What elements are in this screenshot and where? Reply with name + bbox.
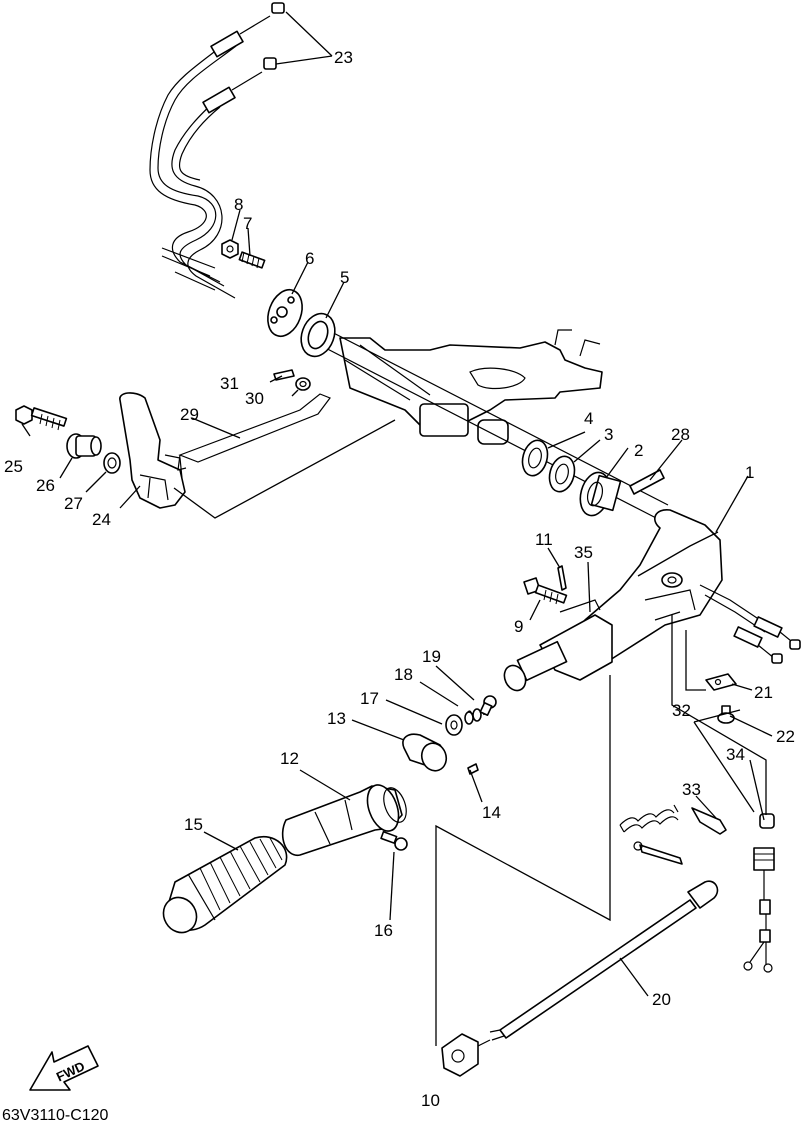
callout-2: 2 xyxy=(634,441,643,460)
part-32-spring xyxy=(619,804,679,833)
part-2-bushing xyxy=(579,471,622,517)
part-10-clamp xyxy=(441,1033,491,1077)
callout-6: 6 xyxy=(305,249,314,268)
callout-16: 16 xyxy=(374,921,393,940)
part-35-throttle-shaft xyxy=(503,599,613,692)
steering-bracket xyxy=(339,329,603,445)
callout-3: 3 xyxy=(604,425,613,444)
part-3-washer xyxy=(548,455,576,493)
part-28-plate xyxy=(629,469,665,495)
callout-25: 25 xyxy=(4,457,23,476)
callout-4: 4 xyxy=(584,409,593,428)
callout-1: 1 xyxy=(745,463,754,482)
part-33-clip xyxy=(691,807,727,835)
part-24-lever xyxy=(119,392,186,509)
callout-labels: 23 8 7 6 5 31 30 29 25 26 27 24 4 3 28 2… xyxy=(4,48,795,1110)
callout-18: 18 xyxy=(394,665,413,684)
callout-14: 14 xyxy=(482,803,501,822)
callout-27: 27 xyxy=(64,494,83,513)
cable-end-lower xyxy=(202,57,277,114)
leader-lines xyxy=(21,11,773,1046)
callout-19: 19 xyxy=(422,647,441,666)
part-16-screw xyxy=(380,830,408,851)
callout-22: 22 xyxy=(776,727,795,746)
callout-8: 8 xyxy=(234,195,243,214)
part-5-washer xyxy=(300,312,336,358)
callout-9: 9 xyxy=(514,617,523,636)
callout-17: 17 xyxy=(360,689,379,708)
callout-5: 5 xyxy=(340,268,349,287)
callout-13: 13 xyxy=(327,709,346,728)
fwd-arrow-icon: FWD xyxy=(29,1045,99,1091)
part-20-rod xyxy=(489,880,719,1041)
callout-20: 20 xyxy=(652,990,671,1009)
callout-30: 30 xyxy=(245,389,264,408)
callout-21: 21 xyxy=(754,683,773,702)
part-19-screw xyxy=(479,695,497,717)
part-4-washer xyxy=(521,439,549,477)
part-27-washer xyxy=(103,452,121,474)
part-7-bolt xyxy=(238,251,266,269)
part-11-pin xyxy=(557,565,567,591)
part-14-pin xyxy=(467,763,479,775)
callout-26: 26 xyxy=(36,476,55,495)
part-25-bolt xyxy=(15,405,68,431)
callout-35: 35 xyxy=(574,543,593,562)
callout-28: 28 xyxy=(671,425,690,444)
part-8-nut xyxy=(221,239,239,259)
callout-10: 10 xyxy=(421,1091,440,1110)
callout-12: 12 xyxy=(280,749,299,768)
callout-29: 29 xyxy=(180,405,199,424)
part-21-bracket xyxy=(705,673,737,691)
callout-24: 24 xyxy=(92,510,111,529)
callout-33: 33 xyxy=(682,780,701,799)
callout-7: 7 xyxy=(243,214,252,233)
wire-lead-left xyxy=(633,841,683,865)
part-9-bolt xyxy=(523,577,568,605)
part-12-grip-tube xyxy=(281,784,407,856)
part-17-washer xyxy=(445,714,463,736)
part-6-plate xyxy=(267,288,303,338)
part-1-cable-ends xyxy=(733,616,801,664)
callout-32: 32 xyxy=(672,701,691,720)
part-34-switch xyxy=(743,813,775,973)
cable-end-upper xyxy=(210,2,285,58)
callout-34: 34 xyxy=(726,745,745,764)
diagram-code: 63V3110-C120 xyxy=(2,1107,109,1122)
callout-15: 15 xyxy=(184,815,203,834)
part-29-rod xyxy=(177,393,331,471)
callout-31: 31 xyxy=(220,374,239,393)
callout-23: 23 xyxy=(334,48,353,67)
part-18-spring xyxy=(464,708,485,725)
part-30-washer xyxy=(295,377,311,391)
part-13-ring xyxy=(402,733,448,772)
callout-11: 11 xyxy=(535,530,553,549)
part-26-collar xyxy=(66,433,102,459)
control-cables xyxy=(149,2,285,299)
part-15-grip xyxy=(162,835,288,934)
